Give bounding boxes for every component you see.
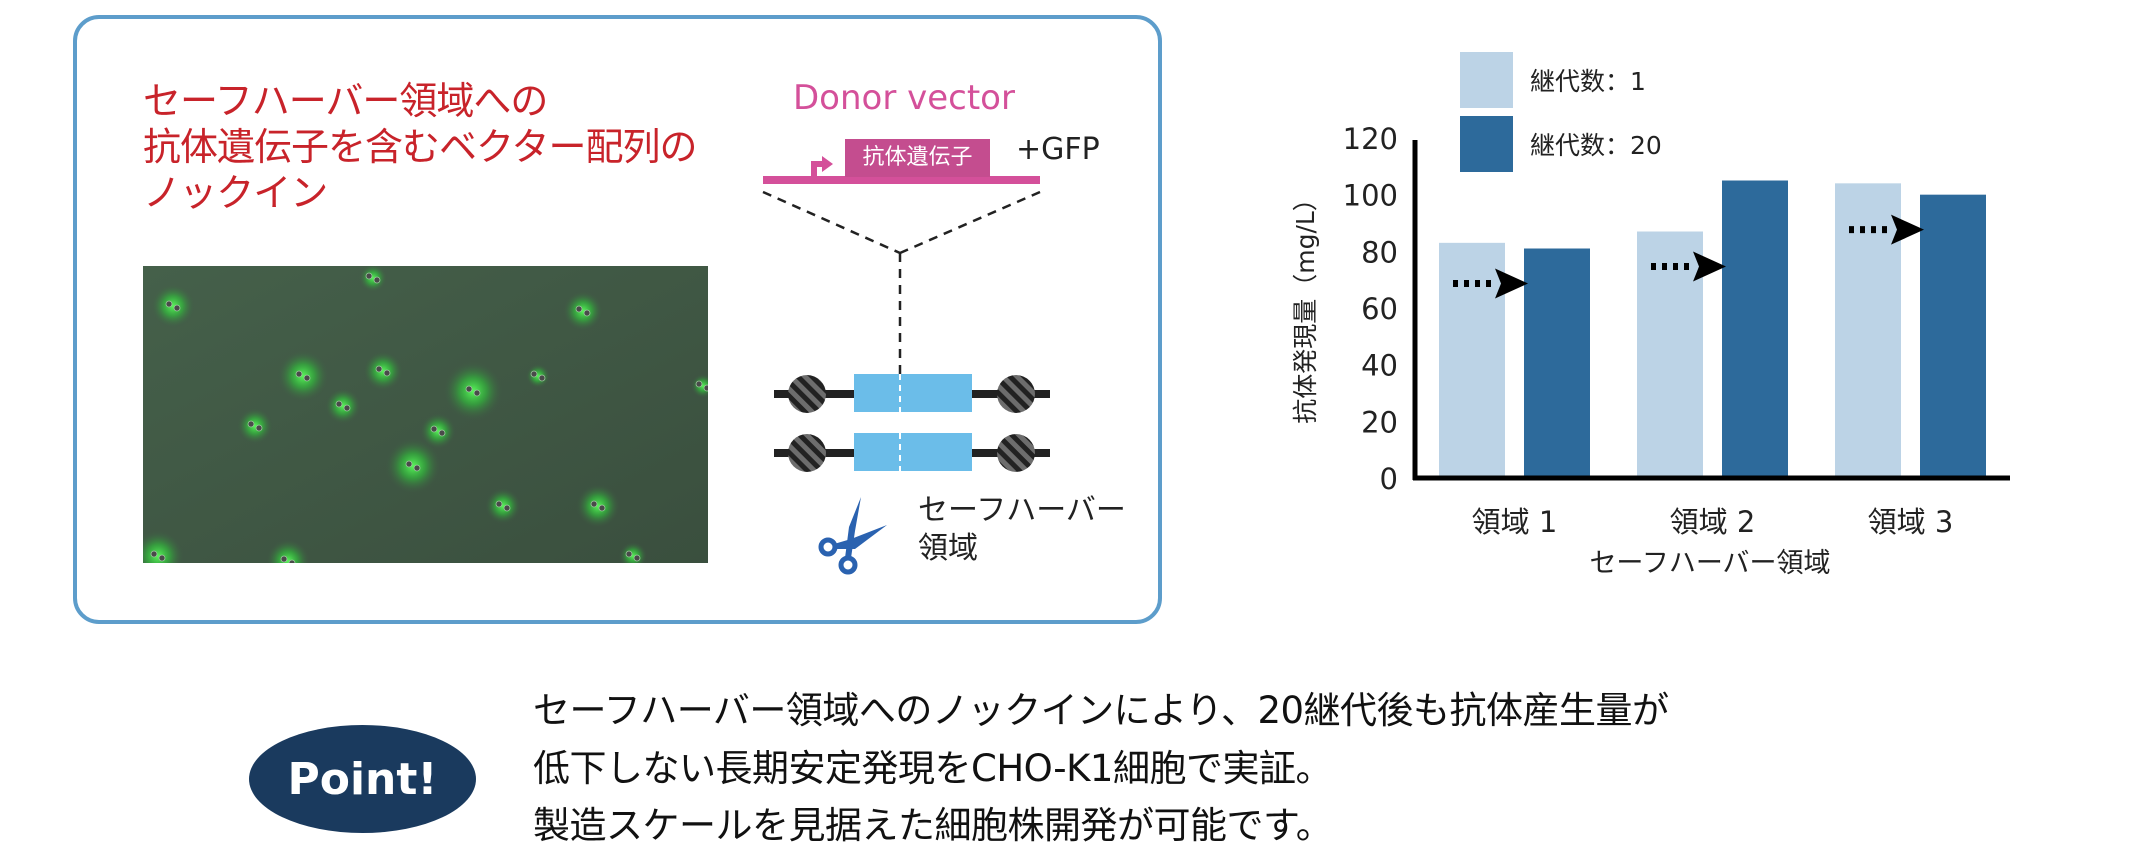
safe-harbor-label: セーフハーバー 領域 xyxy=(918,492,1126,568)
y-tick-label: 20 xyxy=(1361,405,1398,439)
gfp-cell xyxy=(266,539,310,563)
gfp-cell xyxy=(237,408,273,444)
legend-label-passage-1: 継代数：1 xyxy=(1530,67,1646,96)
centromere-right xyxy=(997,375,1035,413)
gfp-cell xyxy=(151,284,195,328)
trend-arrow-region-1 xyxy=(1453,268,1528,299)
x-tick-label: 領域 2 xyxy=(1670,505,1756,539)
expression-bar-chart: 継代数：1 継代数：20 0 20 40 60 80 100 120 領域 1 領域 2 領域 … xyxy=(1291,52,2010,579)
legend-swatch-passage-20 xyxy=(1460,116,1513,172)
gfp-cell xyxy=(576,484,620,528)
antibody-gene-box: 抗体遺伝子 xyxy=(845,139,990,177)
chromosome-row-1 xyxy=(774,374,1050,413)
gfp-cell xyxy=(563,291,603,331)
bar-passage-1-region-2 xyxy=(1637,231,1703,478)
panel-title-line-1: セーフハーバー領域への xyxy=(143,79,548,123)
chart-legend: 継代数：1 継代数：20 xyxy=(1460,52,1662,172)
gfp-cell xyxy=(325,388,361,424)
gfp-cell xyxy=(363,351,403,391)
gfp-cell xyxy=(526,364,550,388)
donor-vector-label: Donor vector xyxy=(793,78,1015,118)
y-tick-label: 60 xyxy=(1361,292,1398,326)
microscopy-cells xyxy=(143,266,708,563)
legend-swatch-passage-1 xyxy=(1460,52,1513,108)
bar-passage-1-region-1 xyxy=(1439,242,1505,478)
trend-arrow-region-2 xyxy=(1651,251,1726,282)
legend-label-passage-20: 継代数：20 xyxy=(1530,131,1662,160)
gfp-cell xyxy=(485,488,521,524)
y-tick-label: 120 xyxy=(1343,122,1398,156)
centromere-left xyxy=(788,434,826,472)
trend-arrow-region-3 xyxy=(1849,214,1924,245)
point-text-line-2: 低下しない長期安定発現をCHO-K1細胞で実証。 xyxy=(533,747,1332,790)
gfp-cell xyxy=(385,438,441,494)
knockin-panel xyxy=(73,15,1162,624)
y-axis-title: 抗体発現量（mg/L） xyxy=(1291,186,1320,424)
gfp-cell xyxy=(443,361,503,421)
gfp-cell xyxy=(359,266,387,292)
point-text-line-1: セーフハーバー領域へのノックインにより、20継代後も抗体産生量が xyxy=(533,689,1669,732)
point-badge: Point! xyxy=(249,725,476,833)
point-text-line-3: 製造スケールを見据えた細胞株開発が可能です。 xyxy=(533,804,1333,847)
gfp-cell xyxy=(420,413,456,449)
bar-passage-20-region-3 xyxy=(1920,194,1986,478)
bar-passage-20-region-2 xyxy=(1722,180,1788,478)
x-tick-label: 領域 1 xyxy=(1472,505,1558,539)
safe-harbor-locus xyxy=(854,374,972,412)
dashed-guide-left xyxy=(762,190,901,255)
gfp-cell xyxy=(277,350,329,402)
chromosome-row-2 xyxy=(774,433,1050,472)
y-tick-label: 40 xyxy=(1361,349,1398,383)
panel-title-line-3: ノックイン xyxy=(143,171,328,215)
scissors-icon xyxy=(818,497,887,575)
bar-passage-1-region-3 xyxy=(1835,183,1901,479)
y-tick-label: 0 xyxy=(1380,462,1398,496)
bar-passage-20-region-1 xyxy=(1524,248,1590,478)
gfp-microscopy-image xyxy=(143,266,708,563)
dashed-guide-right xyxy=(899,190,1041,255)
x-tick-label: 領域 3 xyxy=(1868,505,1954,539)
panel-title-line-2: 抗体遺伝子を含むベクター配列の xyxy=(143,125,697,169)
gfp-label: +GFP xyxy=(1016,132,1100,167)
knockin-diagram xyxy=(762,156,1050,575)
centromere-right xyxy=(997,434,1035,472)
safe-harbor-locus xyxy=(854,433,972,471)
y-tick-label: 100 xyxy=(1343,179,1398,213)
y-tick-label: 80 xyxy=(1361,235,1398,269)
vector-backbone xyxy=(763,176,1040,184)
promoter-arrow-icon xyxy=(811,156,833,177)
safe-harbor-label-line-1: セーフハーバー xyxy=(918,493,1126,528)
x-axis-title: セーフハーバー領域 xyxy=(1589,548,1830,579)
centromere-left xyxy=(788,375,826,413)
safe-harbor-label-line-2: 領域 xyxy=(918,531,978,566)
